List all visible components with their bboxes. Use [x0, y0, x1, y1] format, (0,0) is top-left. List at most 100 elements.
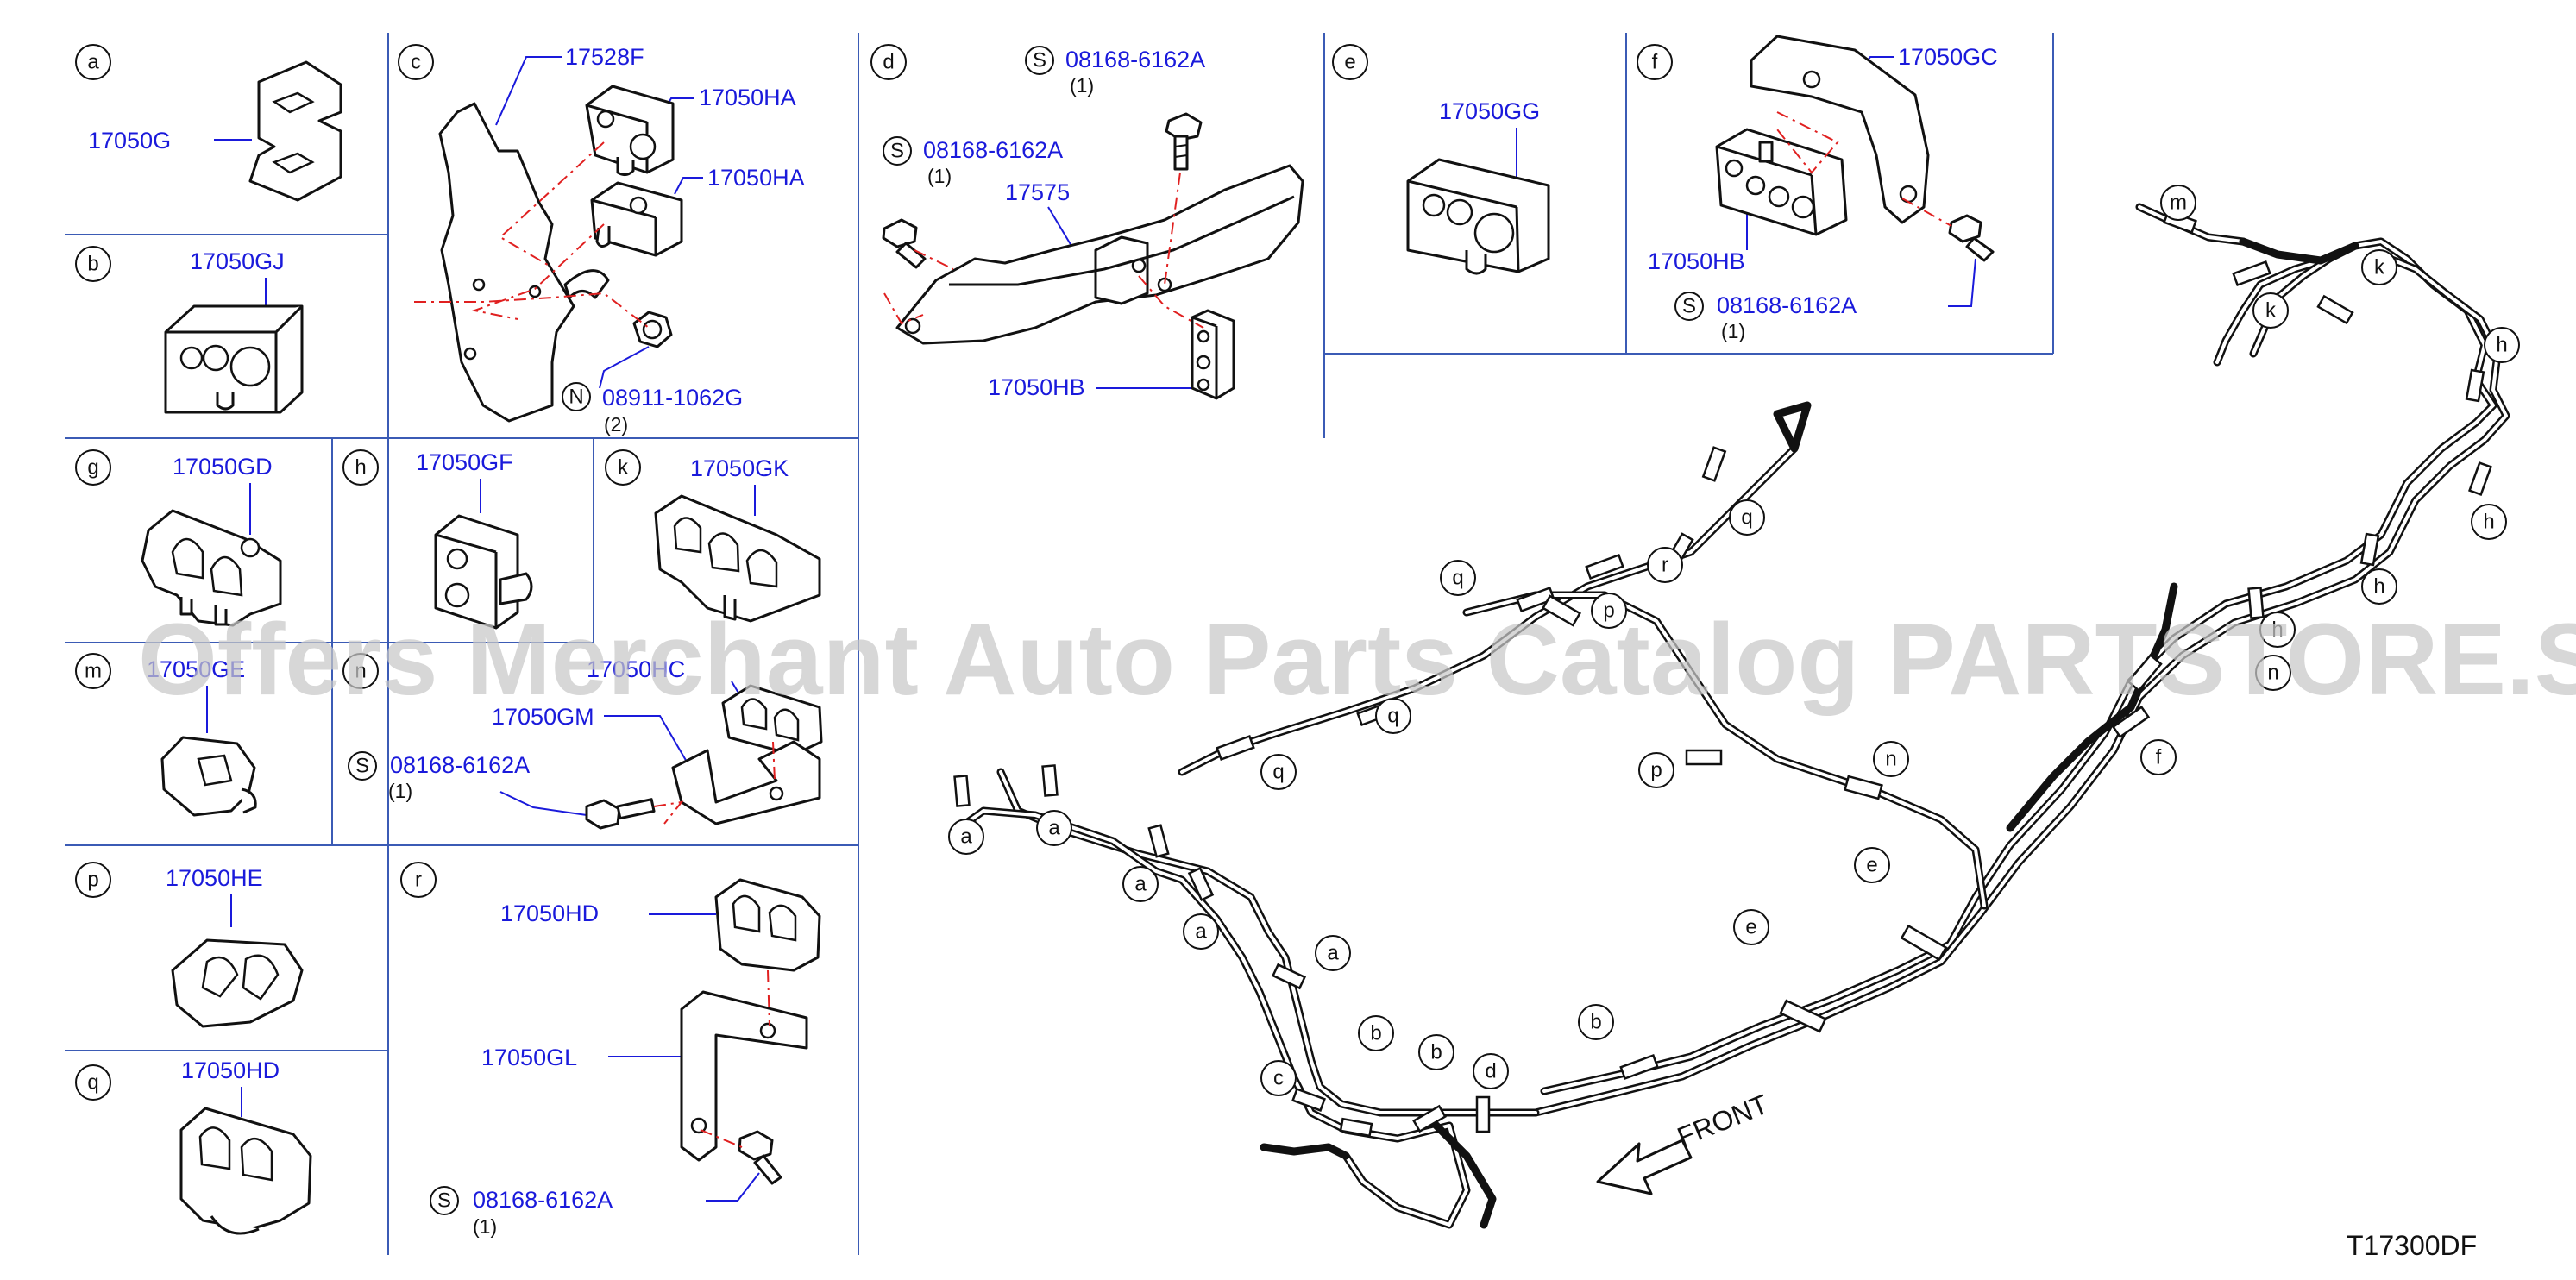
- callout-c: c: [1260, 1060, 1297, 1096]
- bracket-17050GM-drawing: [671, 740, 821, 825]
- part-number-08911-1062G[interactable]: 08911-1062G: [602, 385, 743, 411]
- callout-m: m: [2160, 185, 2196, 221]
- callout-n-2: n: [1873, 741, 1909, 777]
- clip-17050GJ-drawing: [164, 304, 304, 414]
- clip-17050GE-drawing: [160, 736, 257, 817]
- panel-grid: [65, 33, 2054, 1255]
- part-number-17528F[interactable]: 17528F: [565, 44, 644, 70]
- callout-h-3: h: [2361, 568, 2397, 605]
- svg-text:h: h: [355, 456, 366, 480]
- bolt-08168-6162A-r-drawing: [738, 1130, 782, 1185]
- part-number-17050HC[interactable]: 17050HC: [587, 656, 685, 682]
- bolt-08168-6162A-n-drawing: [585, 798, 656, 830]
- part-number-17050G[interactable]: 17050G: [88, 128, 171, 154]
- bracket-17528F-drawing: [438, 102, 610, 423]
- svg-text:n: n: [355, 660, 366, 683]
- svg-text:S: S: [1682, 295, 1696, 318]
- svg-text:k: k: [2265, 299, 2277, 323]
- panel-g: g 17050GD: [75, 449, 282, 627]
- part-number-17050GF[interactable]: 17050GF: [416, 449, 513, 475]
- part-number-08168-6162A-f[interactable]: 08168-6162A: [1717, 292, 1857, 318]
- callout-a-4: a: [1183, 913, 1219, 950]
- svg-text:S: S: [355, 755, 369, 778]
- part-number-08168-6162A-d1[interactable]: 08168-6162A: [1065, 47, 1205, 72]
- panel-n-label: n: [342, 653, 379, 689]
- clip-17050HA-upper: [585, 85, 675, 177]
- clip-17050HE-drawing: [171, 938, 304, 1028]
- svg-text:a: a: [87, 51, 99, 74]
- svg-text:e: e: [1745, 916, 1756, 939]
- note-S-08168-6162A-left: S 08168-6162A (1): [883, 136, 1063, 187]
- part-number-17050GM[interactable]: 17050GM: [492, 704, 594, 730]
- callout-a-3: a: [1122, 866, 1159, 902]
- svg-text:k: k: [618, 456, 629, 480]
- panel-k-label: k: [605, 449, 641, 486]
- note-S-08168-6162A-f: S 08168-6162A (1): [1674, 292, 1857, 342]
- callout-b-1: b: [1578, 1004, 1614, 1040]
- svg-text:(1): (1): [1070, 74, 1094, 97]
- part-number-08168-6162A-d2[interactable]: 08168-6162A: [923, 137, 1063, 163]
- part-number-17050HB-f[interactable]: 17050HB: [1648, 248, 1745, 274]
- part-number-08168-6162A-r[interactable]: 08168-6162A: [473, 1187, 613, 1213]
- svg-text:q: q: [1452, 567, 1463, 590]
- panel-p-label: p: [75, 862, 111, 898]
- svg-text:e: e: [1866, 854, 1877, 877]
- part-number-17050GD[interactable]: 17050GD: [173, 454, 273, 480]
- part-number-17050HA-2[interactable]: 17050HA: [707, 165, 805, 191]
- svg-text:S: S: [437, 1189, 451, 1213]
- svg-text:(2): (2): [604, 413, 628, 436]
- bracket-17575-drawing: [895, 164, 1304, 345]
- panel-c: c 17528F 17050HA 17050HA: [398, 44, 805, 436]
- svg-text:h: h: [2271, 618, 2283, 642]
- svg-text:k: k: [2374, 256, 2385, 279]
- watermark: Offers Merchant Auto Parts Catalog PARTS…: [138, 603, 2576, 717]
- part-number-17050GL[interactable]: 17050GL: [481, 1045, 577, 1070]
- tube-center-upper-routing: [1178, 401, 2178, 910]
- svg-text:b: b: [1430, 1041, 1442, 1064]
- part-number-08168-6162A-n[interactable]: 08168-6162A: [390, 752, 530, 778]
- svg-text:q: q: [87, 1071, 98, 1095]
- panel-h: h 17050GF: [342, 449, 533, 630]
- part-number-17050HA-1[interactable]: 17050HA: [699, 85, 796, 110]
- part-number-17050HB-d[interactable]: 17050HB: [988, 374, 1085, 400]
- svg-text:h: h: [2373, 575, 2384, 599]
- svg-text:a: a: [1048, 817, 1060, 840]
- panel-c-label: c: [398, 44, 434, 80]
- svg-text:c: c: [1273, 1067, 1284, 1090]
- svg-text:N: N: [569, 386, 583, 409]
- svg-text:h: h: [2496, 334, 2507, 357]
- part-number-17050HD-r[interactable]: 17050HD: [500, 900, 599, 926]
- svg-text:m: m: [85, 660, 102, 683]
- svg-text:r: r: [1662, 554, 1668, 577]
- panel-b: b 17050GJ: [75, 246, 304, 414]
- svg-text:S: S: [1033, 49, 1046, 72]
- svg-text:(1): (1): [927, 165, 952, 187]
- part-number-17050GC[interactable]: 17050GC: [1898, 44, 1998, 70]
- diagram-code: T17300DF: [2347, 1230, 2477, 1261]
- part-number-17050GE[interactable]: 17050GE: [147, 656, 245, 682]
- bracket-17050GC-drawing: [1750, 35, 1930, 224]
- svg-text:a: a: [960, 825, 972, 849]
- callout-p-2: p: [1638, 752, 1674, 788]
- svg-text:n: n: [2267, 662, 2278, 685]
- callout-q-4: q: [1260, 754, 1297, 790]
- part-number-17050GJ[interactable]: 17050GJ: [190, 248, 285, 274]
- callout-d: d: [1473, 1053, 1509, 1089]
- clip-17050G-drawing: [248, 60, 342, 202]
- panel-h-label: h: [342, 449, 379, 486]
- svg-text:r: r: [415, 869, 422, 892]
- clip-17050GF-drawing: [434, 514, 533, 630]
- svg-text:f: f: [2156, 746, 2162, 769]
- part-number-17050HD-q[interactable]: 17050HD: [181, 1057, 280, 1083]
- part-number-17050GK[interactable]: 17050GK: [690, 455, 789, 481]
- part-number-17575[interactable]: 17575: [1005, 179, 1070, 205]
- assembly-callouts: m k k h h h h n f e e b b b d c a a a a …: [948, 185, 2520, 1096]
- part-number-17050GG[interactable]: 17050GG: [1439, 98, 1540, 124]
- svg-text:c: c: [411, 51, 421, 74]
- callout-h-2: h: [2471, 504, 2507, 540]
- callout-k-2: k: [2252, 292, 2289, 329]
- part-number-17050HE[interactable]: 17050HE: [166, 865, 263, 891]
- clip-17050HC-drawing: [721, 684, 823, 756]
- callout-b-2: b: [1418, 1034, 1454, 1070]
